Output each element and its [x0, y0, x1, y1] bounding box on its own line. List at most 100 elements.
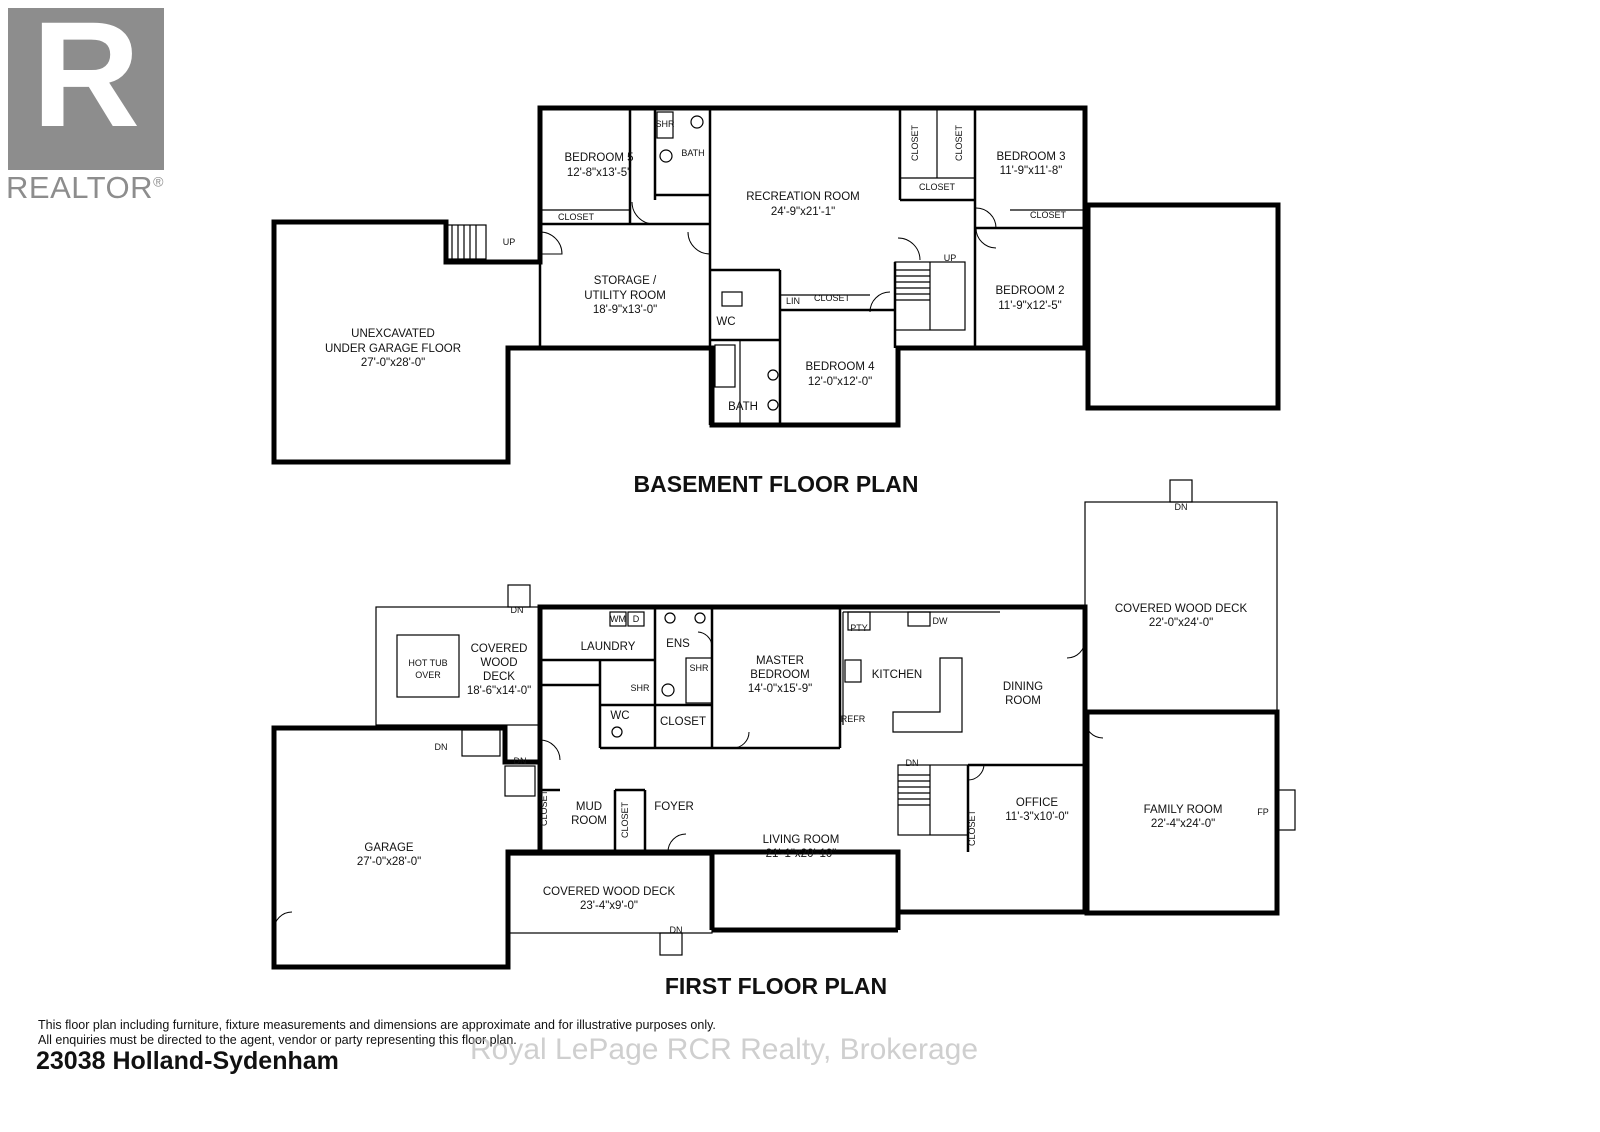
hot-tub-label: HOT TUB	[408, 658, 447, 668]
closet-label: CLOSET	[967, 809, 977, 846]
covered-deck-left	[375, 606, 541, 726]
up-label: UP	[944, 253, 957, 263]
door-arc	[697, 631, 713, 647]
wc-label: WC	[716, 316, 735, 328]
foyer-label: FOYER	[654, 801, 694, 813]
sink	[659, 149, 673, 163]
closet-label: CLOSET	[558, 212, 595, 222]
covered-deck-front	[507, 854, 713, 934]
pantry-label: PTY	[850, 623, 868, 633]
master-label-2: BEDROOM	[750, 669, 809, 681]
sink	[767, 369, 779, 381]
office-dim: 11'-3"x10'-0"	[1005, 811, 1069, 823]
door-arc	[975, 207, 997, 229]
sink	[694, 612, 706, 624]
shower	[656, 111, 674, 139]
deck-stairs	[659, 932, 683, 956]
deck-left-dim: 18'-6"x14'-0"	[467, 685, 531, 697]
shower-label: SHR	[655, 119, 675, 129]
realtor-wordmark: REALTOR®	[6, 170, 164, 206]
door-arc	[273, 911, 293, 931]
deck-left-label: COVERED	[471, 643, 528, 655]
dn-label: DN	[906, 758, 919, 768]
unexcavated-label: UNEXCAVATED	[351, 328, 435, 340]
ensuite-label: ENS	[666, 638, 690, 650]
kitchen-label: KITCHEN	[872, 669, 922, 681]
door-arc	[667, 833, 687, 853]
pantry	[847, 611, 871, 631]
door-arc	[631, 201, 655, 225]
washer-label: WM	[610, 614, 626, 624]
realtor-logo: R	[8, 0, 164, 170]
garage-wall	[271, 725, 543, 970]
property-address: 23038 Holland-Sydenham	[36, 1047, 339, 1075]
bedroom2-label: BEDROOM 2	[995, 285, 1064, 297]
basement-right-block	[1085, 202, 1281, 411]
stair-treads	[898, 765, 931, 835]
kitchen-sink	[907, 611, 931, 627]
stair-treads	[451, 225, 477, 259]
office-label: OFFICE	[1016, 797, 1058, 809]
dining-label-2: ROOM	[1005, 695, 1041, 707]
storage-label: STORAGE /	[594, 275, 657, 287]
bedroom3-label: BEDROOM 3	[996, 151, 1065, 163]
unexcavated-label-2: UNDER GARAGE FLOOR	[325, 343, 461, 355]
living-label: LIVING ROOM	[763, 834, 840, 846]
kitchen-island	[892, 657, 963, 733]
deck-right-label: COVERED WOOD DECK	[1115, 603, 1248, 615]
family-label: FAMILY ROOM	[1144, 804, 1223, 816]
hot-tub-label-2: OVER	[415, 670, 441, 680]
door-arc	[967, 763, 985, 781]
ens-shower-label: SHR	[689, 663, 709, 673]
bath-lower-label: BATH	[728, 401, 758, 413]
closet-label: CLOSET	[919, 182, 956, 192]
dining-label: DINING	[1003, 681, 1043, 693]
bedroom5-label: BEDROOM 5	[564, 152, 633, 164]
wc-shower-label: SHR	[630, 683, 650, 693]
toilet	[661, 683, 675, 697]
door-arc	[975, 227, 997, 249]
mud-room-label-2: ROOM	[571, 815, 607, 827]
fireplace	[1276, 789, 1296, 831]
garage-label: GARAGE	[364, 842, 414, 854]
closet-label: CLOSET	[539, 789, 549, 826]
sink	[767, 399, 779, 411]
dn-label: DN	[511, 605, 524, 615]
closet-label: CLOSET	[660, 716, 706, 728]
door-arc	[687, 231, 711, 255]
first-floor-plan	[271, 479, 1296, 970]
brokerage-watermark: Royal LePage RCR Realty, Brokerage	[470, 1033, 979, 1066]
dn-label: DN	[1175, 502, 1188, 512]
deck-left-label-2: WOOD	[480, 657, 517, 669]
door-arc	[1084, 719, 1104, 739]
up-label: UP	[503, 237, 516, 247]
storage-dim: 18'-9"x13'-0"	[593, 304, 657, 316]
garage-stairs	[445, 224, 487, 260]
hot-tub	[396, 634, 460, 698]
living-dim: 21'-1"x20'-10"	[766, 848, 837, 860]
toilet	[690, 115, 704, 129]
logo-letter: R	[32, 8, 140, 158]
door-arc	[869, 291, 891, 313]
bedroom3-dim: 11'-9"x11'-8"	[1000, 165, 1063, 177]
door-arc	[897, 237, 921, 261]
registered-mark: ®	[153, 173, 164, 190]
closet-label: CLOSET	[910, 124, 920, 161]
deck-right-dim: 22'-0"x24'-0"	[1149, 617, 1213, 629]
family-dim: 22'-4"x24'-0"	[1151, 818, 1215, 830]
door-arc	[732, 731, 750, 749]
unexcavated-dim: 27'-0"x28'-0"	[361, 357, 425, 369]
stove	[844, 659, 862, 683]
washer	[609, 611, 627, 627]
basement-plan	[271, 105, 1281, 465]
stair-treads	[895, 262, 931, 330]
recreation-dim: 24'-9"x21'-1"	[771, 206, 835, 218]
disclaimer-line-1: This floor plan including furniture, fix…	[38, 1018, 716, 1032]
first-floor-title: FIRST FLOOR PLAN	[665, 973, 887, 999]
deck-stairs	[507, 584, 531, 608]
master-label: MASTER	[756, 655, 804, 667]
dryer-label: D	[633, 614, 640, 624]
garage-dim: 27'-0"x28'-0"	[357, 856, 421, 868]
sink	[664, 612, 676, 624]
